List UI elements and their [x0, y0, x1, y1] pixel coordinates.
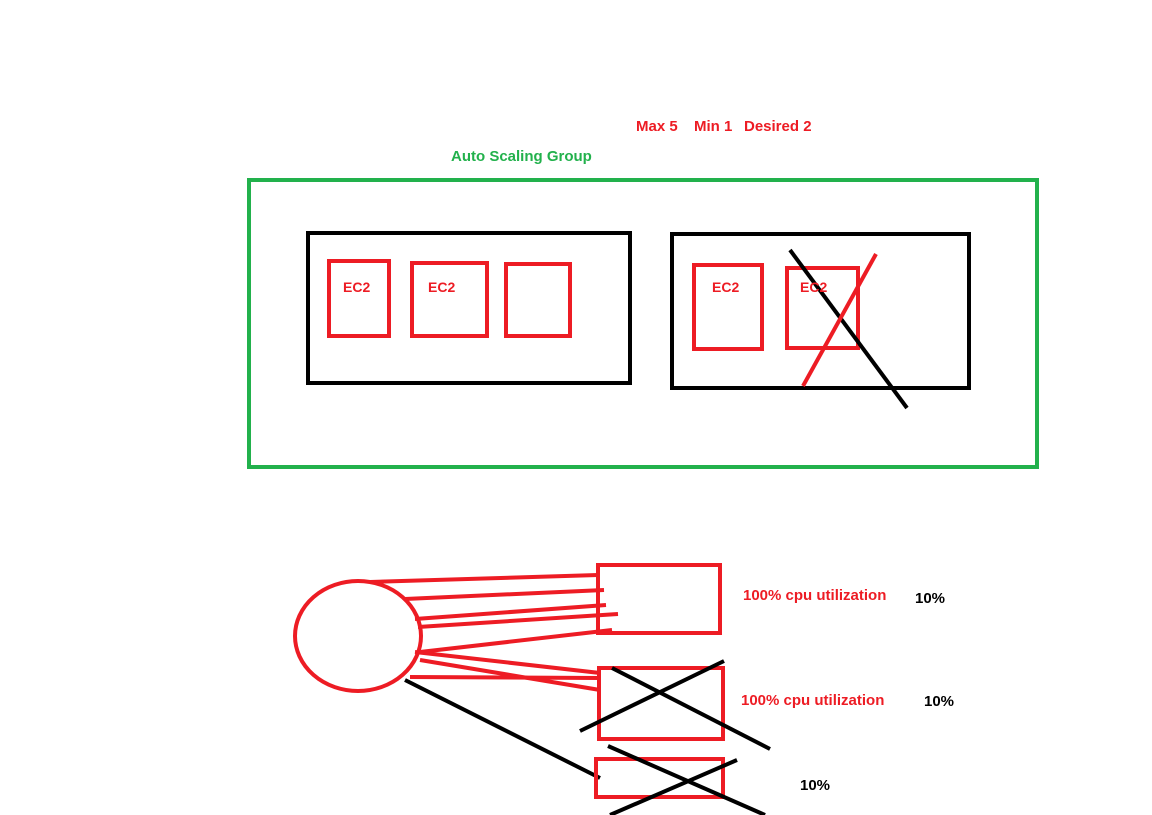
ec2-label-3: EC2: [712, 279, 740, 295]
server-3: [594, 757, 725, 799]
ec2-instance-3: [692, 263, 764, 351]
ec2-instance-2: [410, 261, 489, 338]
asg-box: [247, 178, 1039, 469]
server-1-after: 10%: [915, 590, 946, 607]
server-3-cross: [607, 744, 766, 815]
min-capacity-label: Min 1: [694, 118, 733, 135]
ec2-label-1: EC2: [343, 279, 371, 295]
az-box-left: [306, 231, 632, 385]
server-1: [596, 563, 722, 635]
max-capacity-label: Max 5: [636, 118, 678, 135]
desired-capacity-label: Desired 2: [744, 118, 812, 135]
load-source-circle: [293, 579, 423, 693]
server-2-after: 10%: [924, 693, 955, 710]
asg-title: Auto Scaling Group: [451, 148, 592, 165]
server-1-utilization: 100% cpu utilization: [743, 587, 887, 604]
server-2: [597, 666, 725, 741]
terminate-cross-red: [801, 253, 878, 387]
server-2-utilization: 100% cpu utilization: [741, 692, 885, 709]
ec2-instance-1: [327, 259, 391, 338]
traffic-lines: [369, 573, 619, 692]
ec2-label-2: EC2: [428, 279, 456, 295]
ec2-label-4: EC2: [800, 279, 828, 295]
ec2-instance-empty: [504, 262, 572, 338]
traffic-line-black: [404, 678, 601, 780]
az-box-right: [670, 232, 971, 390]
terminate-cross-black: [788, 248, 909, 410]
server-3-after: 10%: [800, 777, 831, 794]
server-2-cross: [579, 659, 771, 751]
